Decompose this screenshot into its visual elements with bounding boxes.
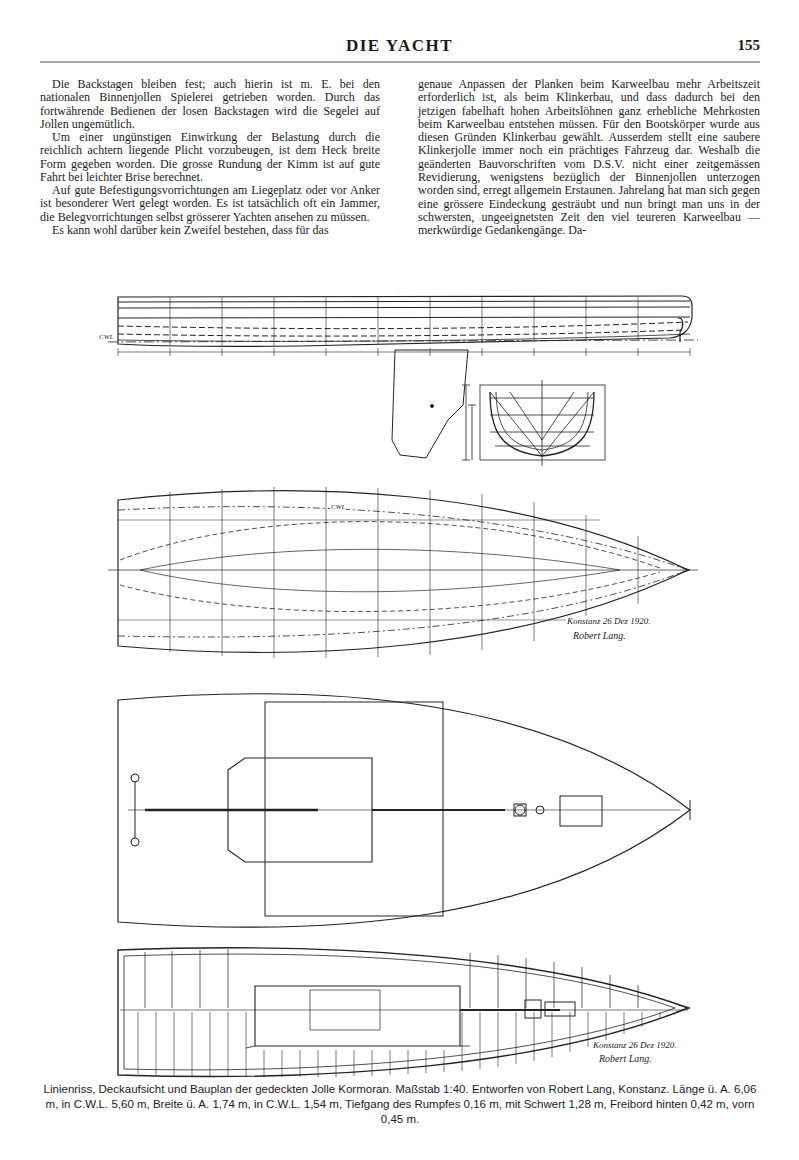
waterline-label: CWL (98, 333, 114, 341)
construction-plan (118, 948, 690, 1077)
signature-place-date: Konstanz 26 Dez 1920. (592, 1040, 678, 1050)
body-paragraph: Die Backstagen bleiben fest; auch hierin… (40, 78, 380, 131)
lines-plan (108, 487, 698, 658)
body-paragraph: Um einer ungünstigen Einwirkung der Bela… (40, 131, 380, 184)
page-number: 155 (720, 37, 760, 54)
waterline-label: CWL (330, 503, 346, 511)
profile-view (108, 296, 698, 458)
figure-caption: Linienriss, Deckaufsicht und Bauplan der… (40, 1082, 760, 1127)
signature-name: Robert Lang. (598, 1053, 653, 1064)
body-paragraph: Auf gute Befestigungsvorrichtungen am Li… (40, 184, 380, 224)
body-paragraph: genaue Anpassen der Planken beim Karweel… (418, 78, 760, 238)
signature-name: Robert Lang. (572, 630, 627, 641)
section-view (462, 380, 605, 466)
body-paragraph: Es kann wohl darüber kein Zweifel besteh… (40, 224, 380, 237)
page-header: DIE YACHT (0, 36, 799, 56)
deck-plan (118, 694, 690, 928)
signature-place-date: Konstanz 26 Dez 1920. (566, 616, 652, 626)
